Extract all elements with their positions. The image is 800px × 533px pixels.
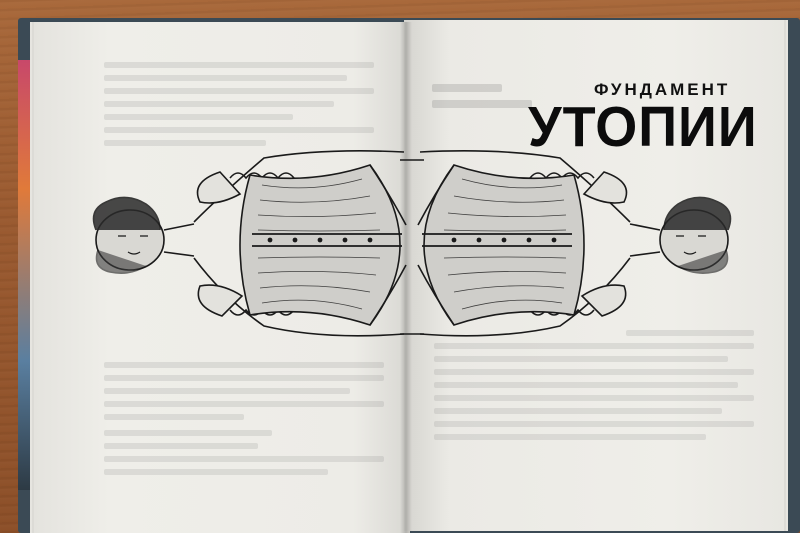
title-line-2: УТОПИИ	[528, 95, 758, 159]
book-gutter	[400, 22, 412, 533]
faint-heading	[432, 84, 532, 116]
cover-spine-art	[18, 60, 32, 490]
left-page-text-bottom	[104, 362, 384, 482]
title-line-1: ФУНДАМЕНТ	[594, 80, 731, 99]
left-page-text-top	[104, 62, 374, 153]
right-page-text	[434, 330, 754, 447]
